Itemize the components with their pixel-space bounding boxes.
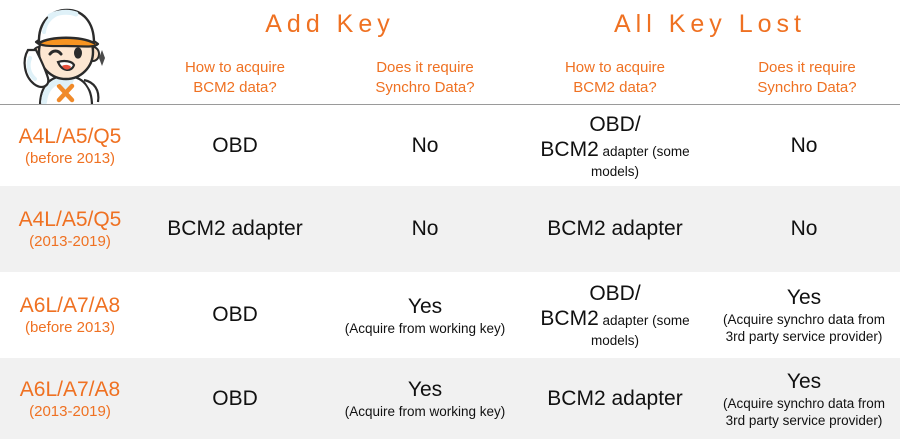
cell-lost-synchro: Yes (Acquire synchro data from 3rd party…	[710, 285, 898, 345]
model-name: A4L/A5/Q5	[18, 208, 122, 231]
value-primary: OBD/	[589, 282, 641, 305]
cell-lost-acquire: OBD/ BCM2 adapter (some models)	[520, 112, 710, 180]
table-row: A4L/A5/Q5 (2013-2019) BCM2 adapter No BC…	[0, 186, 900, 272]
value-primary: No	[790, 217, 818, 240]
model-name: A6L/A7/A8	[19, 377, 121, 401]
cell-addkey-acquire: OBD	[140, 133, 330, 159]
value-note: models)	[590, 163, 639, 179]
value-primary: Yes	[407, 294, 443, 318]
cell-addkey-synchro: Yes (Acquire from working key)	[330, 294, 520, 337]
value-note: (Acquire from working key)	[344, 320, 506, 336]
model-years: (2013-2019)	[29, 402, 111, 420]
cell-addkey-synchro: No	[330, 133, 520, 159]
table-row: A6L/A7/A8 (2013-2019) OBD Yes (Acquire f…	[0, 358, 900, 439]
value-primary: No	[411, 133, 439, 157]
value-primary: Yes	[786, 369, 822, 393]
header-divider	[0, 104, 900, 105]
value-primary: BCM2 adapter	[547, 386, 683, 410]
row-model-cell: A4L/A5/Q5 (before 2013)	[0, 124, 140, 168]
column-header-line2: BCM2 data?	[573, 79, 657, 96]
model-name: A6L/A7/A8	[19, 294, 121, 317]
column-header-line1: How to acquire	[564, 59, 666, 76]
table-row: A6L/A7/A8 (before 2013) OBD Yes (Acquire…	[0, 272, 900, 358]
value-primary: OBD	[212, 133, 258, 157]
group-title-all-key-lost: All Key Lost	[613, 10, 806, 38]
value-primary: OBD	[212, 303, 258, 326]
row-model-cell: A6L/A7/A8 (before 2013)	[0, 293, 140, 337]
model-years: (2013-2019)	[29, 233, 111, 250]
table-header: Add Key All Key Lost How to acquire BCM2…	[0, 0, 900, 105]
cell-lost-acquire: BCM2 adapter	[520, 386, 710, 412]
cell-lost-acquire: OBD/ BCM2 adapter (some models)	[520, 281, 710, 349]
model-years: (before 2013)	[24, 149, 116, 167]
cell-addkey-synchro: No	[330, 216, 520, 242]
cell-lost-synchro: No	[710, 133, 898, 159]
column-header-line1: Does it require	[376, 59, 474, 76]
value-primary: OBD/	[589, 112, 641, 136]
value-primary: Yes	[786, 286, 822, 309]
cell-lost-acquire: BCM2 adapter	[520, 216, 710, 242]
column-header-line2: Synchro Data?	[375, 79, 475, 96]
column-header-line2: Synchro Data?	[757, 79, 857, 96]
value-note: models)	[590, 333, 639, 348]
value-primary: Yes	[407, 378, 443, 401]
value-note-inline: adapter (some	[598, 143, 690, 159]
table-row: A4L/A5/Q5 (before 2013) OBD No OBD/ BCM2…	[0, 105, 900, 186]
value-note-inline: adapter (some	[598, 313, 690, 328]
model-years: (before 2013)	[24, 319, 116, 336]
value-primary: No	[411, 217, 439, 240]
value-note: (Acquire synchro data from 3rd party ser…	[722, 395, 886, 428]
column-header-addkey-acquire: How to acquire BCM2 data?	[140, 58, 330, 98]
cell-addkey-acquire: BCM2 adapter	[140, 216, 330, 242]
value-primary: BCM2 adapter	[167, 217, 303, 240]
value-primary: OBD	[212, 386, 258, 410]
value-note: (Acquire synchro data from 3rd party ser…	[722, 312, 886, 344]
value-primary: BCM2 adapter	[547, 217, 683, 240]
mascot-illustration	[14, 2, 118, 108]
value-primary: No	[790, 133, 818, 157]
mascot-character-icon	[23, 8, 105, 108]
value-secondary: BCM2	[540, 137, 599, 161]
cell-addkey-acquire: OBD	[140, 386, 330, 412]
column-header-line2: BCM2 data?	[193, 79, 277, 96]
column-header-addkey-synchro: Does it require Synchro Data?	[330, 58, 520, 98]
column-header-line1: Does it require	[758, 59, 856, 76]
value-note: (Acquire from working key)	[344, 404, 506, 419]
model-name: A4L/A5/Q5	[18, 124, 122, 148]
cell-addkey-acquire: OBD	[140, 302, 330, 328]
column-header-line1: How to acquire	[184, 59, 286, 76]
cell-lost-synchro: No	[710, 216, 898, 242]
row-model-cell: A6L/A7/A8 (2013-2019)	[0, 377, 140, 421]
table-body: A4L/A5/Q5 (before 2013) OBD No OBD/ BCM2…	[0, 105, 900, 439]
row-model-cell: A4L/A5/Q5 (2013-2019)	[0, 207, 140, 251]
column-header-lost-acquire: How to acquire BCM2 data?	[520, 58, 710, 98]
group-title-add-key: Add Key	[265, 10, 395, 38]
value-secondary: BCM2	[540, 307, 599, 330]
cell-addkey-synchro: Yes (Acquire from working key)	[330, 377, 520, 420]
cell-lost-synchro: Yes (Acquire synchro data from 3rd party…	[710, 369, 898, 429]
column-header-lost-synchro: Does it require Synchro Data?	[712, 58, 900, 98]
